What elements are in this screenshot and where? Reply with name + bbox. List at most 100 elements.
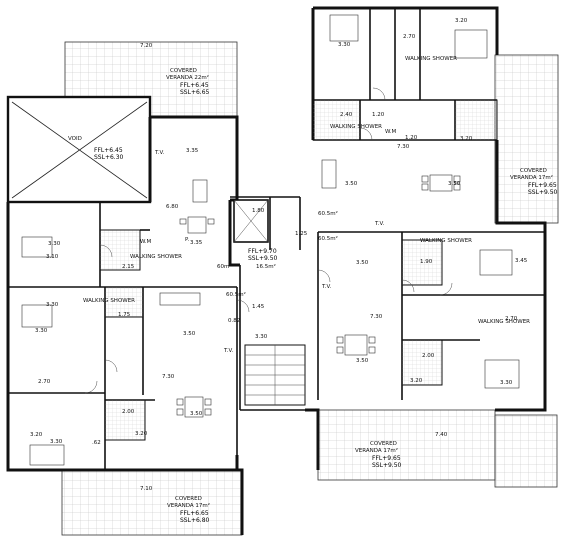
dim-17: 3.30 [48, 241, 61, 247]
bed-left-3 [29, 444, 65, 466]
dim-43: 7.40 [435, 432, 448, 438]
dim-16: 1.25 [295, 231, 308, 237]
dim-41: 3.20 [410, 378, 423, 384]
area-b-label: 60.5m² [318, 235, 338, 242]
level-center-ffl: FFL+9.70 [248, 248, 277, 255]
bed-tl-2 [454, 29, 488, 59]
dim-19: 2.15 [122, 264, 135, 270]
dim-7: 3.20 [460, 136, 473, 142]
shower-label-1: WALKING SHOWER [420, 238, 472, 244]
dim-39: 3.45 [515, 258, 528, 264]
dim-15: 1.80 [252, 208, 265, 214]
veranda-bl-label: COVERED [175, 496, 202, 502]
wm-label-2: W.M [385, 129, 397, 135]
dim-26: 3.30 [50, 439, 63, 445]
bed-right-1 [479, 249, 513, 276]
dim-8: 7.30 [397, 144, 410, 150]
veranda-tr-label: COVERED [520, 168, 547, 174]
dim-22: 3.50 [183, 331, 196, 337]
level-tl-ssl: SSL+6.65 [180, 89, 210, 96]
area-a-label: 60.5m² [318, 210, 338, 217]
veranda-bottom-right [317, 409, 496, 481]
dim-24: 3.50 [190, 411, 203, 417]
dim-12: 3.35 [186, 148, 199, 154]
bath-6 [104, 399, 146, 441]
level-br-ssl: SSL+9.50 [372, 462, 402, 469]
bed-tl-1 [329, 14, 359, 42]
veranda-br-label-2: VERANDA 17m² [355, 447, 398, 454]
bath-7 [104, 286, 144, 318]
dim-29: .62 [92, 440, 101, 446]
dim-21: 1.75 [118, 312, 131, 318]
dining-table-tr [421, 174, 461, 192]
dim-45: 3.30 [35, 328, 48, 334]
veranda-right-lower [494, 414, 558, 488]
dining-table-center-right [336, 334, 376, 356]
dim-3: 2.70 [403, 34, 416, 40]
shower-label-6: WALKING SHOWER [405, 56, 457, 62]
veranda-bottom-left [61, 469, 243, 536]
lift-area-label: 16.5m² [256, 263, 276, 270]
level-tr-ffl: FFL+9.65 [528, 182, 557, 189]
dining-table-top-left [179, 216, 215, 234]
veranda-tl-label-2: VERANDA 22m² [166, 74, 209, 81]
shower-label-3: WALKING SHOWER [130, 254, 182, 260]
tv-label-4: T.V. [321, 284, 332, 290]
shower-label-4: WALKING SHOWER [478, 319, 530, 325]
veranda-br-label: COVERED [370, 441, 397, 447]
dining-table-center-left [176, 396, 212, 418]
dim-42: 3.30 [500, 380, 513, 386]
sofa-top-left [192, 179, 208, 203]
bath-2 [454, 99, 498, 141]
staircase [244, 344, 306, 406]
dim-25: 2.70 [38, 379, 51, 385]
area-d-label: 60.5m² [226, 291, 246, 298]
level-center-ssl: SSL+9.50 [248, 255, 278, 262]
level-void-ssl: SSL+6.30 [94, 154, 124, 161]
bath-3 [99, 229, 141, 271]
dim-28: 2.00 [122, 409, 135, 415]
dim-30: 3.20 [30, 432, 43, 438]
dim-2: 3.20 [455, 18, 468, 24]
dim-20: 3.30 [46, 302, 59, 308]
dim-5: 2.40 [340, 112, 353, 118]
dim-44: 7.10 [140, 486, 153, 492]
dim-11: 7.20 [140, 43, 153, 49]
dim-33: 0.82 [228, 318, 240, 324]
sofa-center-left [159, 292, 201, 306]
void-label: VOID [68, 136, 82, 142]
dim-32: 1.45 [252, 304, 265, 310]
veranda-bl-label-2: VERANDA 17m² [167, 502, 210, 509]
bath-1 [312, 99, 361, 141]
tv-label-3: T.V. [223, 348, 234, 354]
dim-18: 3.10 [46, 254, 59, 260]
dim-34: 3.50 [356, 260, 369, 266]
shower-label-5: WALKING SHOWER [330, 124, 382, 130]
level-tr-ssl: SSL+9.50 [528, 189, 558, 196]
dim-10: 3.50 [448, 181, 461, 187]
level-bl-ssl: SSL+6.80 [180, 517, 210, 524]
wm-label-1: W.M [140, 239, 152, 245]
sofa-top-center [321, 159, 337, 189]
dim-6: 1.20 [372, 112, 385, 118]
dim-1: 3.30 [338, 42, 351, 48]
veranda-tr-label-2: VERANDA 17m² [510, 174, 553, 181]
area-c-label: 60m² [217, 263, 232, 270]
tv-label-2: T.V. [374, 221, 385, 227]
level-bl-ffl: FFL+6.65 [180, 510, 209, 517]
dim-35: 7.30 [370, 314, 383, 320]
p-label: P. [185, 237, 189, 243]
level-void-ffl: FFL+6.45 [94, 147, 123, 154]
dim-36: 3.50 [356, 358, 369, 364]
dim-4: 1.20 [405, 135, 418, 141]
dim-23: 7.30 [162, 374, 175, 380]
dim-9: 3.50 [345, 181, 358, 187]
level-br-ffl: FFL+9.65 [372, 455, 401, 462]
bath-4 [401, 239, 443, 286]
level-tl-ffl: FFL+6.45 [180, 82, 209, 89]
bed-left-1 [21, 236, 53, 258]
veranda-tl-label: COVERED [170, 68, 197, 74]
dim-27: 3.20 [135, 431, 148, 437]
veranda-top-right [494, 54, 559, 224]
